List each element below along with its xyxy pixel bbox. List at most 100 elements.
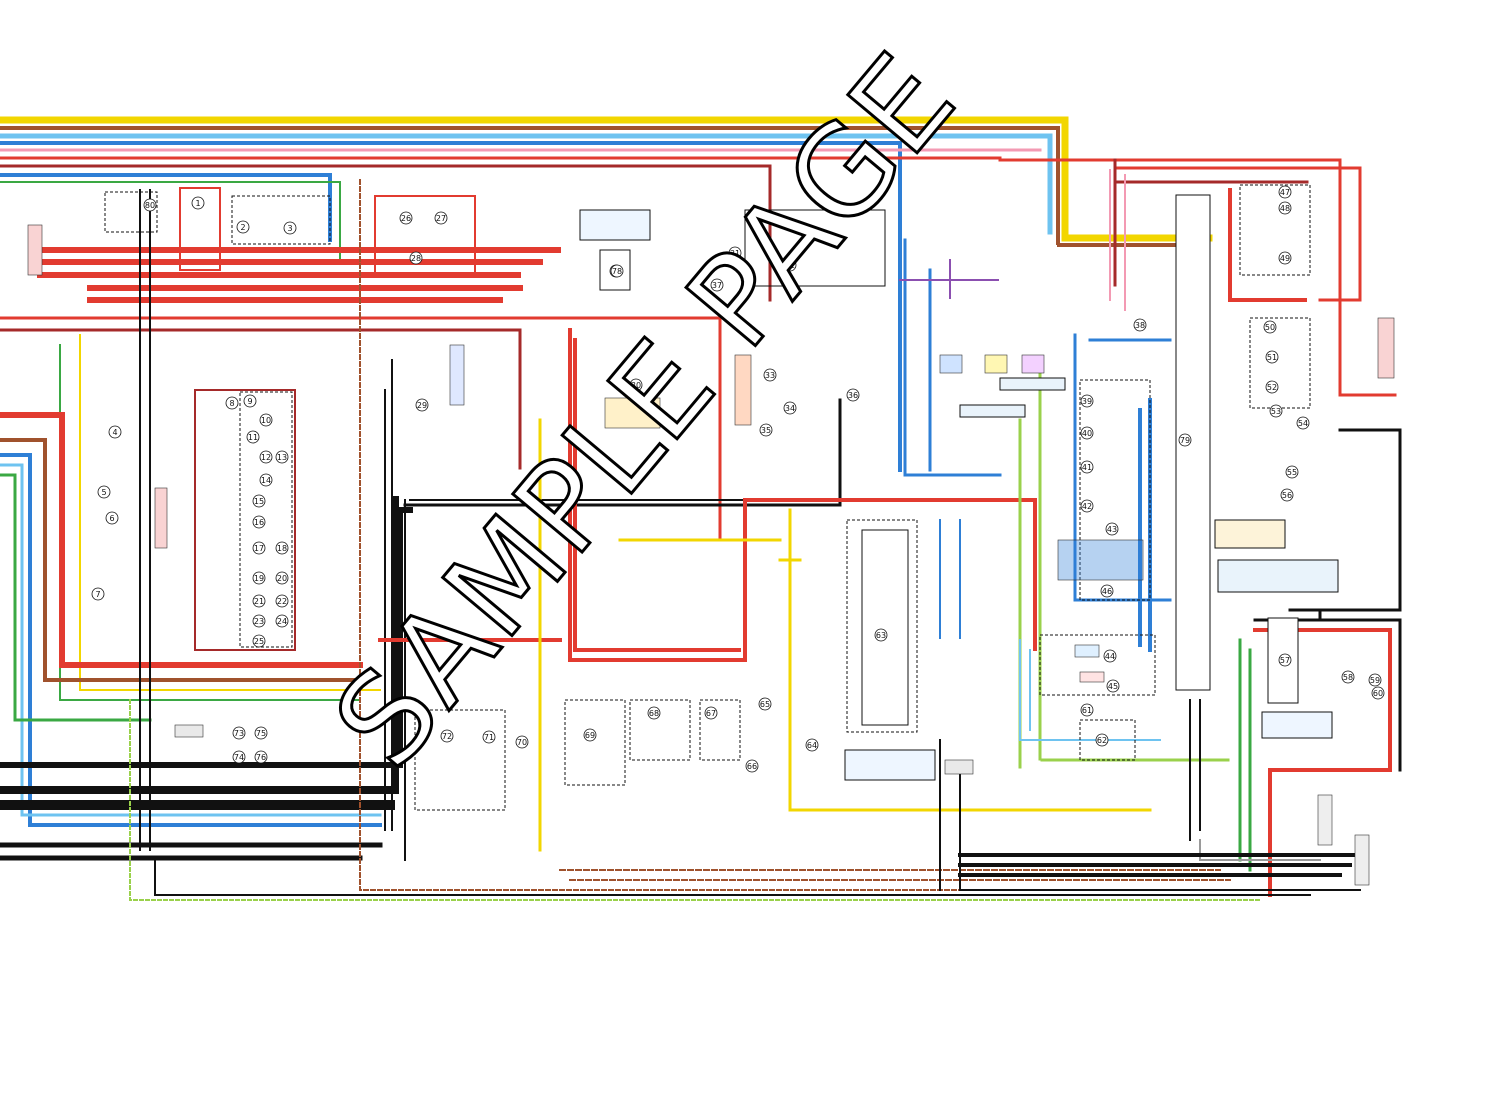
component-number-circle: [583, 728, 597, 742]
component-number-20: 20: [275, 571, 289, 585]
component-number-circle: [1371, 686, 1385, 700]
component-number-label: 12: [261, 453, 271, 462]
component-number-11: 11: [246, 430, 260, 444]
component-number-circle: [259, 450, 273, 464]
component-number-28: 28: [409, 251, 423, 265]
component-number-circle: [1265, 380, 1279, 394]
component-number-circle: [704, 706, 718, 720]
connector-center-orange: [734, 354, 752, 426]
component-number-circle: [647, 706, 661, 720]
component-number-label: 13: [277, 453, 287, 462]
component-number-label: 6: [109, 514, 114, 523]
component-number-circle: [254, 726, 268, 740]
component-number-label: 69: [585, 731, 595, 740]
component-box-9-25-inner: [239, 391, 293, 648]
component-number-4: 4: [108, 425, 122, 439]
component-number-circle: [482, 730, 496, 744]
wire-mid-blue-1: [903, 238, 1002, 477]
component-number-52: 52: [1265, 380, 1279, 394]
wire-ground-black-6: [154, 859, 1311, 896]
component-number-circle: [1080, 394, 1094, 408]
component-number-15: 15: [252, 494, 266, 508]
component-number-39: 39: [1080, 394, 1094, 408]
component-number-circle: [259, 413, 273, 427]
component-number-53: 53: [1269, 404, 1283, 418]
wire-harness-green-mid: [59, 344, 361, 701]
component-number-circle: [728, 246, 742, 260]
component-number-13: 13: [275, 450, 289, 464]
component-number-circle: [252, 494, 266, 508]
component-number-label: 58: [1343, 673, 1353, 682]
component-number-label: 4: [112, 428, 117, 437]
component-box-center-conn-row: [959, 404, 1026, 418]
wire-ground-black-5: [139, 189, 151, 851]
component-number-circle: [259, 473, 273, 487]
component-number-label: 15: [254, 497, 264, 506]
component-number-9: 9: [243, 394, 257, 408]
component-number-40: 40: [1080, 426, 1094, 440]
component-number-label: 18: [277, 544, 287, 553]
wire-center-red-loop: [568, 328, 1037, 662]
component-number-circle: [1278, 201, 1292, 215]
component-box-bottom-left: [414, 709, 506, 811]
component-box-bottom-slot: [1079, 719, 1136, 761]
component-number-circle: [252, 614, 266, 628]
component-number-label: 55: [1287, 468, 1297, 477]
wire-harness-yellow-mid: [79, 334, 381, 691]
component-number-label: 50: [1265, 323, 1275, 332]
component-number-label: 37: [712, 281, 722, 290]
component-number-circle: [1265, 350, 1279, 364]
wire-brown-dash-3: [559, 869, 1231, 881]
component-number-circle: [105, 511, 119, 525]
component-number-5: 5: [97, 485, 111, 499]
component-number-26: 26: [399, 211, 413, 225]
component-box-bottom-mid-3: [699, 699, 741, 761]
component-number-label: 21: [254, 597, 264, 606]
component-number-label: 2: [240, 223, 245, 232]
component-number-7: 7: [91, 587, 105, 601]
component-number-29: 29: [415, 398, 429, 412]
component-number-circle: [275, 541, 289, 555]
component-number-label: 27: [436, 214, 446, 223]
component-number-circle: [440, 729, 454, 743]
component-number-35: 35: [759, 423, 773, 437]
component-number-circle: [846, 388, 860, 402]
component-number-circle: [1368, 673, 1382, 687]
wire-left-red: [0, 412, 363, 668]
component-number-circle: [275, 571, 289, 585]
component-number-74: 74: [232, 750, 246, 764]
component-number-label: 34: [785, 404, 795, 413]
component-number-circle: [252, 594, 266, 608]
component-box-10-99: [104, 191, 158, 233]
component-number-label: 60: [1373, 689, 1383, 698]
component-box-ecu-panel-2: [1217, 559, 1339, 593]
connector-mid-blue-a: [939, 354, 963, 374]
component-number-circle: [783, 401, 797, 415]
wire-trunk-lightblue: [0, 133, 1053, 235]
connector-left-edge: [27, 224, 43, 276]
component-number-43: 43: [1105, 522, 1119, 536]
wire-harness-darkred-long: [0, 328, 522, 472]
component-number-label: 64: [807, 741, 817, 750]
component-number-19: 19: [252, 571, 266, 585]
component-number-37: 37: [710, 278, 724, 292]
component-number-label: 53: [1271, 407, 1281, 416]
component-number-label: 36: [848, 391, 858, 400]
component-number-30: 30: [629, 378, 643, 392]
component-number-circle: [1278, 185, 1292, 199]
component-box-ecu-panel-1: [1214, 519, 1286, 549]
component-number-76: 76: [254, 750, 268, 764]
component-number-label: 52: [1267, 383, 1277, 392]
connector-center-block: [604, 397, 661, 429]
component-number-27: 27: [434, 211, 448, 225]
component-number-51: 51: [1265, 350, 1279, 364]
component-number-18: 18: [275, 541, 289, 555]
component-number-label: 76: [256, 753, 266, 762]
component-number-64: 64: [805, 738, 819, 752]
component-number-label: 56: [1282, 491, 1292, 500]
component-number-label: 47: [1280, 188, 1290, 197]
component-number-67: 67: [704, 706, 718, 720]
component-number-circle: [283, 221, 297, 235]
component-number-36: 36: [846, 388, 860, 402]
